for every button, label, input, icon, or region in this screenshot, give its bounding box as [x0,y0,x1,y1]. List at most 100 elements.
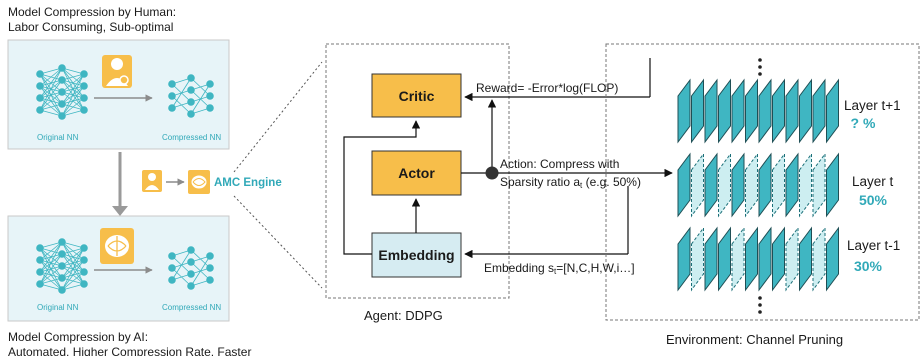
channel [758,226,772,292]
pruned-channel [731,226,745,292]
nn-neuron [206,252,214,260]
nn-neuron [58,250,66,258]
agent-box [325,43,510,299]
compressed-nn-graphic [168,74,214,118]
nn-neuron [80,106,88,114]
pruned-channel [691,152,704,218]
nn-neuron [58,274,66,282]
channel [785,152,799,218]
nn-neuron [36,280,44,288]
nn-neuron [187,74,195,82]
nn-neuron [36,94,44,102]
channel [826,78,839,144]
nn-neuron [58,88,66,96]
nn-neuron [58,262,66,270]
ellipsis-top [758,58,762,76]
channel [745,226,758,292]
channel [785,78,799,144]
nn-neuron [80,244,88,252]
nn-neuron [80,70,88,78]
nn-neuron [36,268,44,276]
action-label-line2: Sparsity ratio at (e.g. 50%) [500,175,641,190]
critic-box [371,73,462,118]
channel [704,152,718,218]
channel [772,226,785,292]
original-nn-graphic [36,238,88,294]
channel [731,78,745,144]
layer-t-plus-1-value: ? % [851,115,876,131]
layer-t-plus-1-name: Layer t+1 [844,98,901,113]
pruned-channel [691,226,704,292]
agent-caption: Agent: DDPG [364,308,443,323]
channel [772,78,785,144]
layer-t-minus-1-value: 30% [854,258,883,274]
nn-neuron [187,270,195,278]
channel [718,226,731,292]
channel [677,152,691,218]
pruned-channel [745,152,758,218]
channel [677,226,691,292]
ai-brain-icon [100,228,134,264]
ai-title-line1: Model Compression by AI: [8,330,148,344]
nn-neuron [80,94,88,102]
layer-t-channels [677,152,839,218]
channel [812,78,826,144]
amc-engine-row: AMC Engine [142,170,282,194]
channel [704,226,718,292]
nn-neuron [187,258,195,266]
embedding-to-critic-arrow [343,120,421,255]
nn-neuron [80,280,88,288]
nn-neuron [36,244,44,252]
nn-neuron [80,82,88,90]
nn-neuron [58,76,66,84]
channel [799,78,812,144]
zoom-line-top [233,61,323,173]
layer-t-minus-1-name: Layer t-1 [847,238,900,253]
nn-neuron [168,276,176,284]
nn-neuron [36,106,44,114]
human-title-line2: Labor Consuming, Sub-optimal [8,20,173,34]
channel [758,152,772,218]
amc-engine-label: AMC Engine [214,177,282,189]
nn-neuron [58,112,66,120]
channel [758,78,772,144]
state-label: Embedding st=[N,C,H,W,i…] [484,261,635,276]
nn-neuron [58,286,66,294]
nn-neuron [36,256,44,264]
compressed-nn-graphic [168,246,214,290]
layer-t-minus-1-channels [677,226,839,292]
nn-neuron [187,110,195,118]
nn-neuron [80,256,88,264]
human-to-ai-arrowhead [112,206,128,216]
human-engineer-icon [102,55,132,88]
pruned-channel [812,226,826,292]
nn-neuron [80,268,88,276]
nn-neuron [206,80,214,88]
layer-t-name: Layer t [852,174,894,189]
channel [677,78,691,144]
ai-title-line2: Automated, Higher Compression Rate, Fast… [8,345,251,356]
channel [704,78,718,144]
nn-neuron [58,100,66,108]
nn-neuron [206,104,214,112]
nn-neuron [206,264,214,272]
nn-neuron [58,238,66,246]
action-junction-node [485,166,499,180]
human-original-nn-label: Original NN [37,133,79,142]
amc-engine-icon [188,170,210,194]
nn-neuron [36,82,44,90]
original-nn-graphic [36,64,88,120]
actor-label: Actor [398,165,435,181]
nn-neuron [187,246,195,254]
human-panel: Original NN Compressed NN [7,39,230,150]
nn-neuron [168,92,176,100]
nn-neuron [168,80,176,88]
layer-t-plus-1-channels [677,78,839,144]
embedding-box [371,232,462,278]
ellipsis-bottom [758,296,762,314]
critic-label: Critic [399,88,435,104]
embedding-label: Embedding [378,247,454,263]
ai-compressed-nn-label: Compressed NN [162,303,221,312]
nn-neuron [168,252,176,260]
action-label-line1: Action: Compress with [500,157,619,171]
